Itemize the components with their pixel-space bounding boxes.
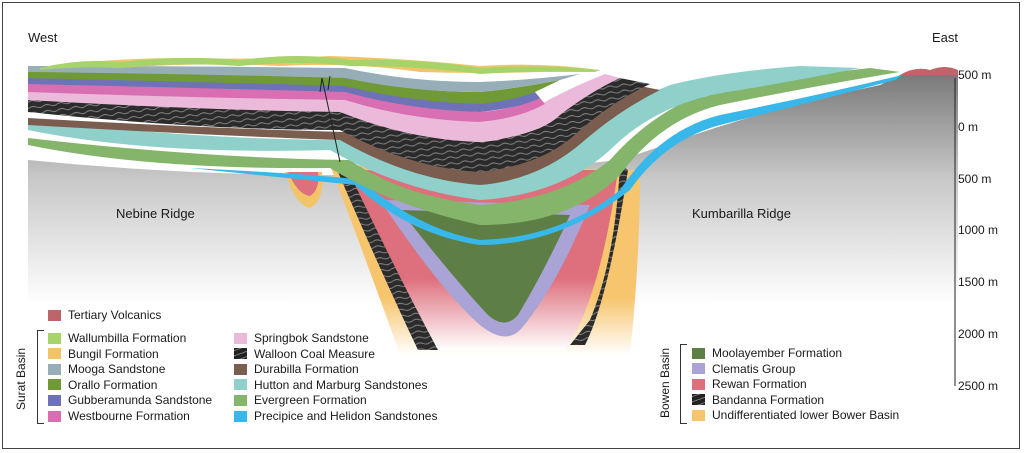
legend-item: Hutton and Marburg Sandstones [234,378,427,392]
wallumbilla [40,56,600,74]
bowen-basin-title: Bowen Basin [658,347,672,418]
legend-item: Bungil Formation [48,347,159,361]
surat-basin-title: Surat Basin [14,347,28,410]
legend-label: Bungil Formation [68,346,159,361]
legend-tertiary: Tertiary Volcanics [48,308,161,322]
depth-tick: 2000 m [958,327,999,341]
legend-item: Precipice and Helidon Sandstones [234,409,437,423]
legend-swatch [234,379,247,391]
legend-swatch [234,394,247,406]
legend-swatch [234,363,247,375]
legend-label: Undifferentiated lower Bower Basin [712,408,900,423]
legend-swatch [48,332,61,344]
fault-line [321,77,341,163]
legend-swatch [692,378,705,390]
legend-label: Westbourne Formation [68,409,190,423]
legend-item: Clematis Group [692,362,795,376]
legend-swatch [48,363,61,375]
legend-label: Gubberamunda Sandstone [68,393,213,408]
legend-item: Westbourne Formation [48,409,190,423]
legend-item: Wallumbilla Formation [48,331,186,345]
legend-label: Bandanna Formation [712,392,825,407]
legend-label: Walloon Coal Measure [254,346,375,361]
legend-item: Orallo Formation [48,378,157,392]
legend-label: Tertiary Volcanics [68,308,162,322]
legend-item: Mooga Sandstone [48,362,165,376]
mooga [28,66,580,92]
legend-swatch [692,363,705,375]
legend-item: Springbok Sandstone [234,331,369,345]
depth-tick: 500 m [958,172,992,186]
surat-bracket [37,330,44,424]
kumbarilla-ridge-label: Kumbarilla Ridge [692,206,791,221]
gubberamunda [28,76,540,112]
depth-tick: 0 m [958,120,979,134]
legend-label: Moolayember Formation [712,346,843,360]
legend-item: Undifferentiated lower Bower Basin [692,408,899,422]
bandanna-band-right [570,165,628,345]
legend-swatch [692,409,705,421]
legend-label: Orallo Formation [68,377,158,392]
legend-item: Evergreen Formation [234,393,367,407]
depth-tick: 2500 m [958,379,999,393]
bowen-bracket [680,344,687,424]
legend-label: Mooga Sandstone [68,362,166,377]
precipice [190,75,902,245]
legend-item: Rewan Formation [692,377,807,391]
legend-item: Gubberamunda Sandstone [48,393,212,407]
hutton-marburg [28,66,860,200]
legend-label: Evergreen Formation [254,393,367,408]
evergreen [28,68,900,225]
springbok [28,74,620,142]
legend-item: Moolayember Formation [692,346,842,360]
durabilla [28,86,660,185]
legend-swatch [234,348,247,360]
legend-swatch [48,379,61,391]
west-label: West [28,30,58,45]
legend-label: Hutton and Marburg Sandstones [254,377,428,392]
legend-label: Wallumbilla Formation [68,331,187,345]
legend-label: Precipice and Helidon Sandstones [254,409,438,423]
depth-tick: 500 m [958,68,992,82]
legend-label: Springbok Sandstone [254,331,369,345]
legend-swatch [48,348,61,360]
legend-item: Durabilla Formation [234,362,359,376]
legend-item: Bandanna Formation [692,393,824,407]
legend-label: Clematis Group [712,361,796,376]
legend-swatch [234,332,247,344]
legend-label: Durabilla Formation [254,362,359,377]
legend-swatch [234,410,247,422]
legend-swatch [48,309,61,321]
legend-label: Rewan Formation [712,377,807,392]
legend-swatch [692,347,705,359]
westbourne [28,82,545,122]
legend-swatch [48,410,61,422]
nebine-ridge-label: Nebine Ridge [116,206,195,221]
legend-item: Walloon Coal Measure [234,347,375,361]
tertiary-volcanics [900,67,958,75]
depth-tick: 1000 m [958,223,999,237]
legend-swatch [692,394,705,406]
orallo [28,70,560,104]
legend-swatch [48,394,61,406]
depth-tick: 1500 m [958,275,999,289]
east-label: East [932,30,959,45]
walloon [28,78,650,172]
